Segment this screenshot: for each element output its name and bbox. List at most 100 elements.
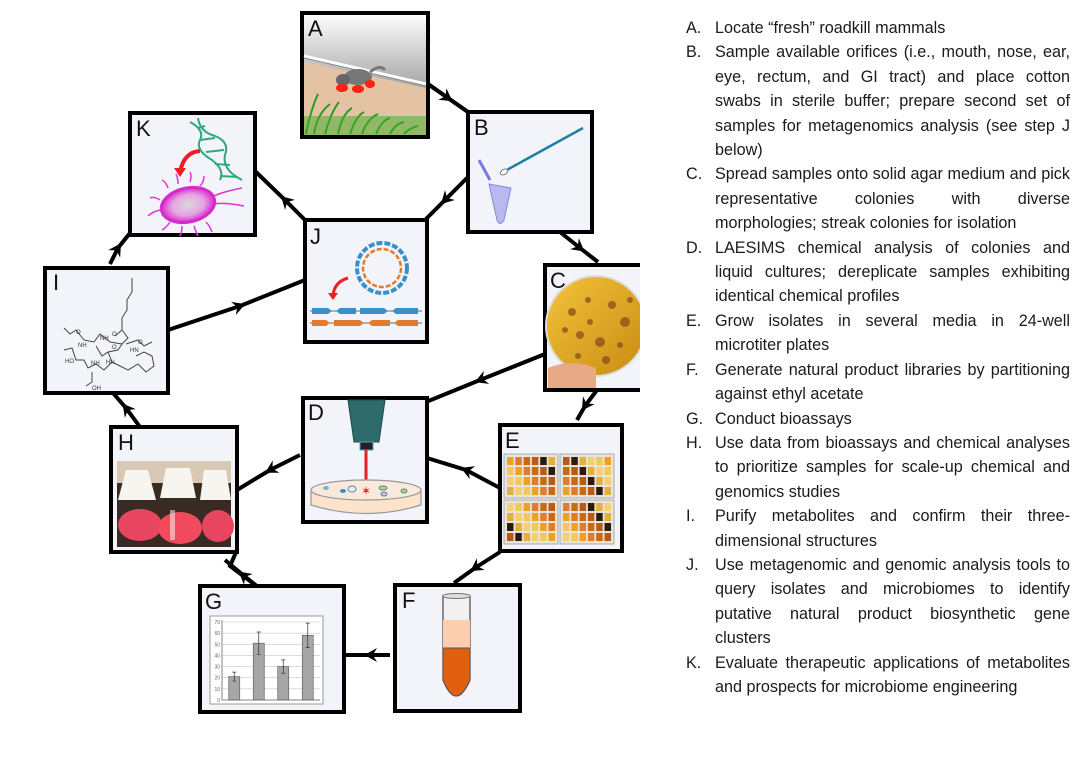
- well: [515, 533, 522, 541]
- panel-h: H: [109, 425, 239, 554]
- well: [548, 533, 555, 541]
- step-letter: F.: [686, 360, 699, 379]
- panel-f-label: F: [402, 588, 415, 613]
- well: [507, 477, 514, 485]
- well: [531, 457, 539, 465]
- well: [571, 533, 578, 541]
- well: [523, 457, 531, 465]
- well: [540, 533, 547, 541]
- step-text: Sample available orifices (i.e., mouth, …: [715, 43, 1070, 160]
- well: [571, 457, 578, 465]
- error-bar: [232, 671, 237, 682]
- step-text: Locate “fresh” roadkill mammals: [715, 19, 946, 37]
- well: [515, 467, 522, 475]
- panel-f: F: [393, 583, 522, 713]
- arrow-i-j: [167, 278, 306, 332]
- step-letter: D.: [686, 238, 703, 257]
- well: [523, 467, 531, 475]
- workflow-diagram: A B C: [43, 11, 640, 714]
- well: [587, 523, 595, 531]
- well: [523, 477, 531, 485]
- arrow-e-d: [426, 456, 501, 490]
- well: [571, 513, 578, 521]
- well: [596, 467, 603, 475]
- step-letter: A.: [686, 19, 702, 37]
- well: [604, 477, 611, 485]
- hand-icon: [548, 363, 596, 388]
- y-tick-label: 0: [217, 698, 220, 704]
- sample-plate-icon: [310, 479, 422, 515]
- step-text: Purify metabolites and confirm their thr…: [715, 507, 1070, 550]
- step-text: Grow isolates in several media in 24-wel…: [715, 311, 1070, 355]
- well: [540, 467, 547, 475]
- arrow-i-k: [108, 231, 132, 265]
- step-item: H.Use data from bioassays and chemical a…: [686, 431, 1070, 504]
- panel-b-label: B: [474, 115, 489, 140]
- well: [604, 467, 611, 475]
- well: [507, 467, 514, 475]
- well: [571, 487, 578, 495]
- well: [604, 513, 611, 521]
- well: [563, 533, 570, 541]
- panel-k-label: K: [136, 116, 151, 141]
- well: [548, 477, 555, 485]
- well: [571, 503, 578, 511]
- well: [563, 487, 570, 495]
- well: [587, 457, 595, 465]
- well: [548, 523, 555, 531]
- arrow-b-c: [558, 230, 600, 264]
- step-item: J.Use metagenomic and genomic analysis t…: [686, 553, 1070, 651]
- y-tick-label: 30: [214, 665, 220, 671]
- molecule-structure-icon: [63, 278, 155, 387]
- arrow-a-b-line: [426, 82, 470, 114]
- well: [604, 457, 611, 465]
- step-text: Generate natural product libraries by pa…: [715, 360, 1070, 404]
- well: [523, 523, 531, 531]
- step-item: K.Evaluate therapeutic applications of m…: [686, 651, 1070, 700]
- well: [563, 467, 570, 475]
- panel-c-label: C: [550, 268, 566, 293]
- panel-i-label: I: [53, 270, 59, 295]
- well: [507, 457, 514, 465]
- laser-spark: ✶: [361, 484, 371, 498]
- step-letter: C.: [686, 165, 703, 184]
- roadkill-animal-icon: [336, 65, 387, 93]
- well: [596, 533, 603, 541]
- well: [540, 487, 547, 495]
- panel-a-label: A: [308, 16, 323, 41]
- well: [548, 487, 555, 495]
- step-item: C.Spread samples onto solid agar medium …: [686, 162, 1070, 235]
- step-item: I.Purify metabolites and confirm their t…: [686, 504, 1070, 553]
- well: [523, 513, 531, 521]
- well: [548, 457, 555, 465]
- arrow-e-f: [452, 550, 502, 585]
- well: [563, 457, 570, 465]
- well: [563, 523, 570, 531]
- well: [540, 513, 547, 521]
- error-bar: [256, 631, 261, 655]
- well: [507, 533, 514, 541]
- panel-g-label: G: [205, 589, 222, 614]
- step-letter: H.: [686, 433, 703, 452]
- well: [579, 467, 587, 475]
- step-item: E.Grow isolates in several media in 24-w…: [686, 309, 1070, 358]
- well: [604, 487, 611, 495]
- well: [587, 513, 595, 521]
- y-tick-label: 10: [214, 687, 220, 693]
- well: [563, 477, 570, 485]
- gene-cluster-icon: [310, 308, 422, 326]
- well: [563, 513, 570, 521]
- dna-helix-icon: [189, 117, 243, 181]
- well: [571, 467, 578, 475]
- step-letter: K.: [686, 653, 702, 672]
- step-text: Conduct bioassays: [715, 409, 852, 428]
- panel-e: E: [498, 423, 624, 553]
- arrow-b-j: [423, 174, 471, 222]
- panel-e-label: E: [505, 428, 520, 453]
- plasmid-icon: [355, 241, 409, 295]
- step-text: Use metagenomic and genomic analysis too…: [715, 555, 1070, 648]
- well: [579, 523, 587, 531]
- well: [548, 513, 555, 521]
